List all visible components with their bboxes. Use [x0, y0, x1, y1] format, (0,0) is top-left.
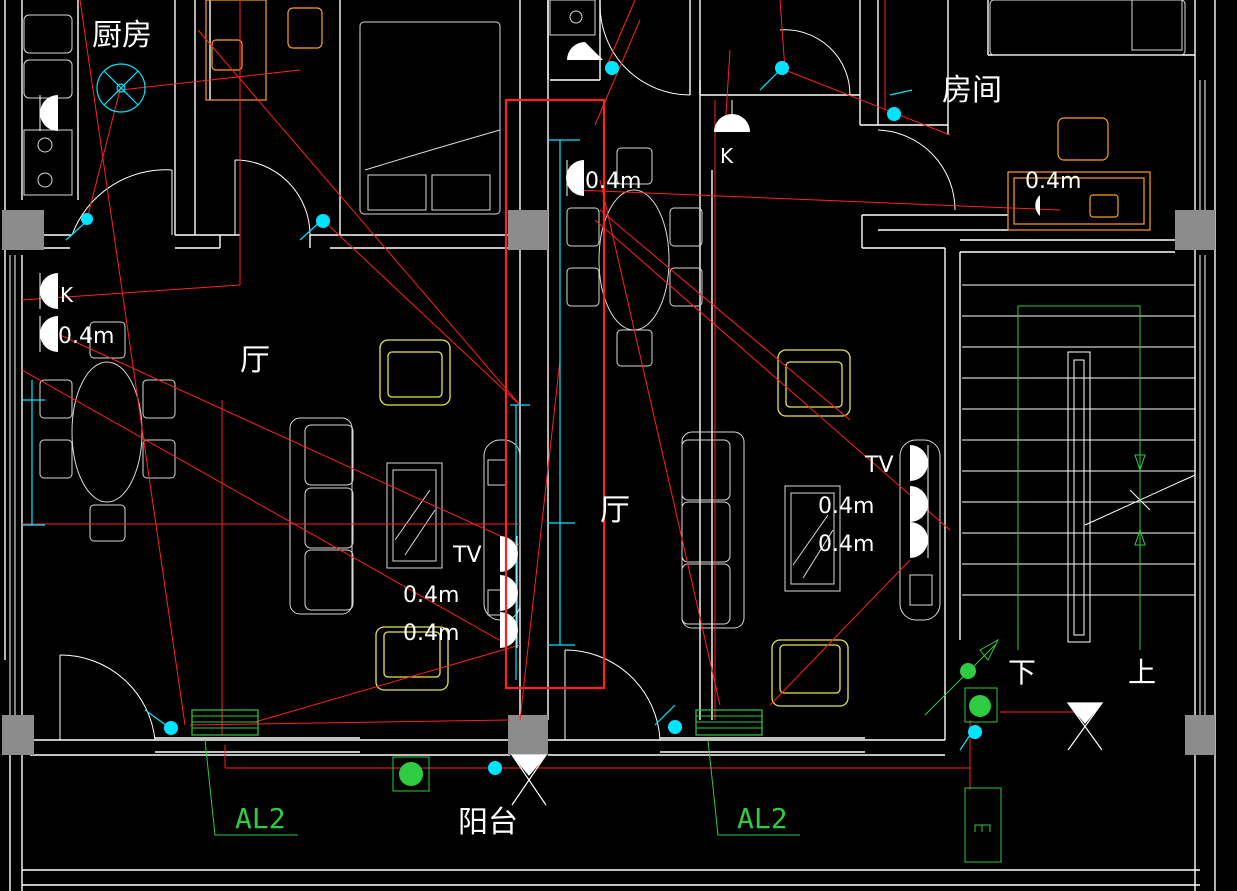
socket-height-left-2: 0.4m [403, 621, 459, 646]
valve-symbols [510, 702, 1104, 806]
panel-label-left: AL2 [235, 802, 286, 835]
socket-outlines [39, 95, 929, 648]
room-label-kitchen: 厨房 [92, 18, 152, 53]
stair-direction-lines [1017, 305, 1146, 650]
wiring-lines [21, 0, 1085, 790]
furniture-white [23, 0, 1186, 629]
light-points [81, 61, 982, 775]
stair-label-up: 上 [1128, 656, 1156, 689]
room-label-living-right: 厅 [600, 493, 630, 528]
staircase [962, 284, 1196, 643]
socket-mark-k-top: K [720, 144, 734, 168]
tv-label-right: TV [864, 453, 894, 478]
distribution-panels [191, 638, 1002, 863]
text-labels: 厨房 房间 厅 厅 阳台 下 上 AL2 AL2 K K 0.4m 0.4m 0… [58, 18, 1156, 840]
room-label-balcony: 阳台 [458, 805, 518, 840]
meter-box [964, 787, 1002, 863]
desk-furniture [205, 0, 1151, 231]
socket-height-center-top: 0.4m [585, 169, 641, 194]
ceiling-light-top-center [605, 61, 619, 75]
ceiling-light-left-entry [164, 721, 178, 735]
fixtures [22, 63, 973, 751]
ceiling-light-corridor [775, 61, 789, 75]
socket-height-left-wall: 0.4m [58, 324, 114, 349]
ceiling-light-bedroom [887, 107, 901, 121]
sockets [40, 42, 1040, 648]
room-label-bedroom: 房间 [942, 73, 1002, 108]
socket-height-right-1: 0.4m [818, 494, 874, 519]
tv-label-left: TV [452, 543, 482, 568]
ceiling-light-right-entry [668, 720, 682, 734]
ceiling-light-hall [316, 214, 330, 228]
structural-columns [2, 210, 1215, 755]
ceiling-light-stair [968, 725, 982, 739]
ceiling-light-kitchen [81, 213, 93, 225]
panel-label-right: AL2 [737, 802, 788, 835]
door-swings [59, 4, 956, 741]
socket-mark-k-left: K [60, 283, 74, 307]
window-marks [9, 80, 1206, 715]
highlight-box [504, 98, 606, 690]
socket-height-bedroom: 0.4m [1025, 169, 1081, 194]
stair-label-down: 下 [1008, 656, 1036, 689]
socket-height-right-2: 0.4m [818, 532, 874, 557]
room-label-living-left: 厅 [240, 343, 270, 378]
walls [4, 0, 1216, 891]
armchairs [375, 339, 851, 707]
ceiling-light-balcony [488, 761, 502, 775]
socket-height-left-1: 0.4m [403, 583, 459, 608]
